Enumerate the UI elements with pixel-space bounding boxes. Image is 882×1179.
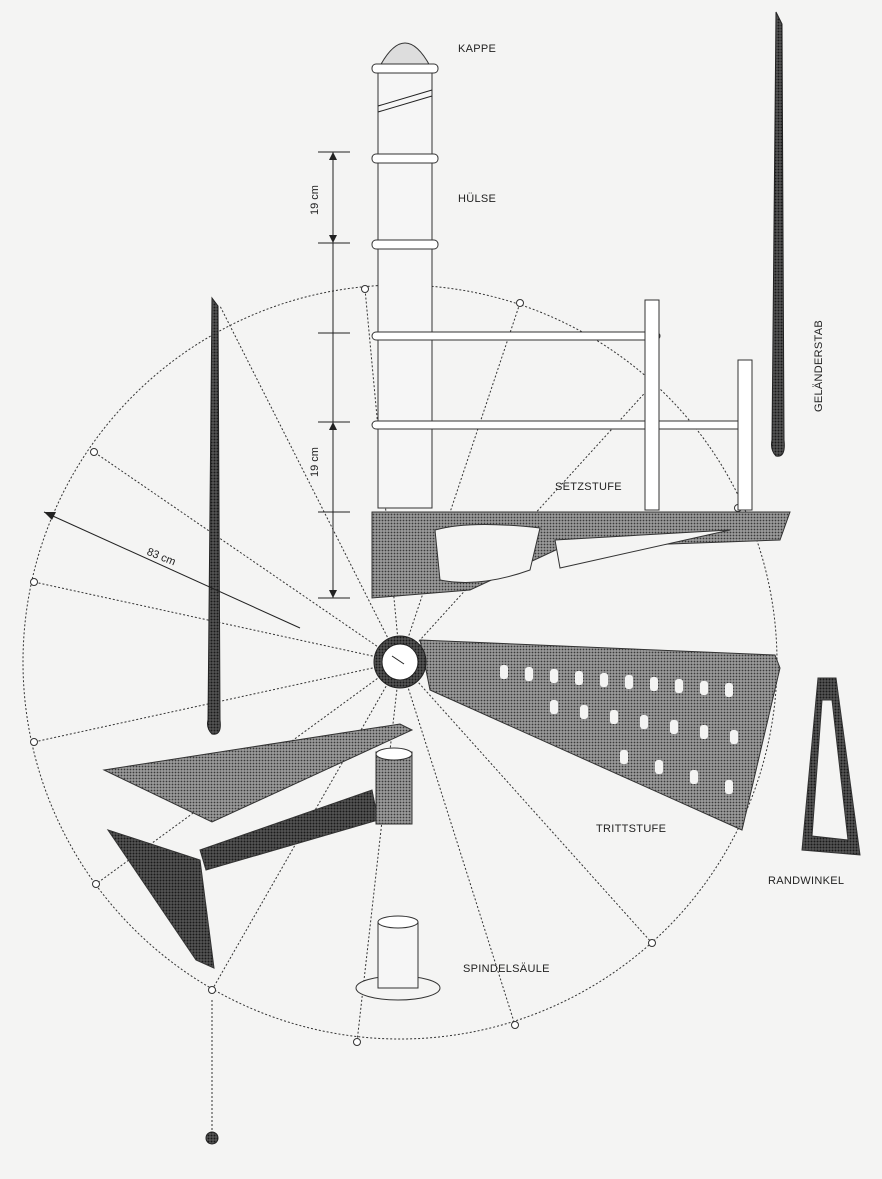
lower-height-dimension: 19 cm	[309, 447, 321, 477]
baluster-rods	[205, 11, 785, 1145]
spindle-column-base	[355, 915, 441, 1001]
edge-angle-piece	[801, 677, 861, 856]
width-dimension-line	[43, 511, 301, 629]
tread-plate	[419, 639, 781, 831]
label-gelaenderstab: GELÄNDERSTAB	[813, 320, 825, 412]
spindle-ring	[373, 635, 427, 689]
rails	[371, 299, 753, 511]
riser-bracket	[371, 511, 791, 599]
label-kappe: KAPPE	[458, 43, 496, 55]
label-trittstufe: TRITTSTUFE	[596, 823, 666, 835]
label-setzstufe: SETZSTUFE	[555, 481, 622, 493]
label-randwinkel: RANDWINKEL	[768, 875, 844, 887]
upper-height-dimension: 19 cm	[309, 185, 321, 215]
height-dimension-lines	[318, 151, 350, 599]
lower-tread-assembly	[102, 723, 414, 969]
newel-sleeve-column	[371, 42, 439, 509]
label-spindelsaeule: SPINDELSÄULE	[463, 963, 550, 975]
label-huelse: HÜLSE	[458, 193, 496, 205]
